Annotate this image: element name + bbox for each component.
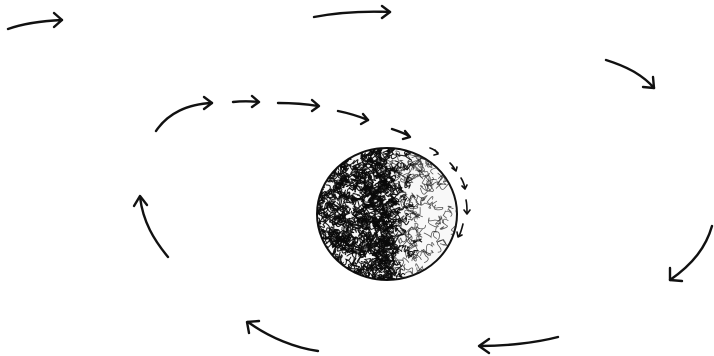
inner-arrow-4 xyxy=(338,111,368,124)
outer-arrow-top-right xyxy=(606,60,654,88)
inner-arrow-8 xyxy=(461,178,467,189)
inner-arrow-3 xyxy=(278,100,319,111)
inner-arrow-9 xyxy=(464,200,470,214)
outer-arrow-right xyxy=(670,226,712,281)
inner-arrow-1 xyxy=(156,97,212,131)
outer-arrow-left xyxy=(134,196,168,257)
planet xyxy=(311,140,464,290)
outer-arrow-top-center xyxy=(314,6,390,18)
inner-arrow-7 xyxy=(450,163,457,171)
inner-arrow-6 xyxy=(430,148,438,155)
outer-arrow-bottom-left xyxy=(247,321,318,351)
outer-arrow-bottom-right xyxy=(479,337,558,353)
outer-arrow-top-left xyxy=(8,13,62,29)
inner-arrow-2 xyxy=(233,96,259,107)
inner-arrow-5 xyxy=(392,129,410,139)
inner-arrow-10 xyxy=(457,224,463,237)
